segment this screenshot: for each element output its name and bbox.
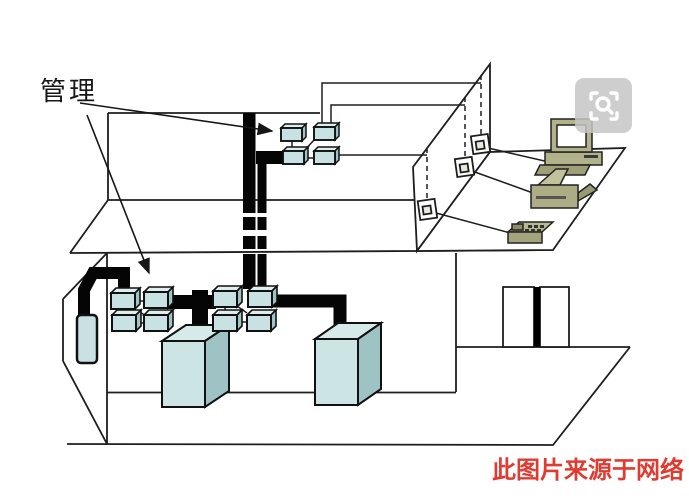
wall-cabinet-cable — [78, 267, 130, 318]
patch-panel-box — [247, 285, 278, 308]
wall-outlet-1 — [469, 132, 492, 156]
equipment-cabinet-1 — [158, 323, 233, 409]
arrow-to-upper-panels — [79, 102, 274, 136]
patch-panel-box — [212, 285, 243, 308]
patch-panel-box — [313, 122, 340, 141]
cabinet2-feed-cable — [270, 294, 347, 329]
patch-panel-box — [280, 123, 307, 142]
patch-panel-box — [313, 146, 340, 165]
patch-panel-box — [143, 286, 174, 309]
wall-mounted-cabinet — [75, 313, 99, 365]
arrow-to-lower-panels — [86, 114, 150, 275]
wall-outlets — [416, 132, 492, 222]
horizontal-wiring-upper — [291, 75, 550, 235]
magnifier-viewfinder-glyph — [588, 90, 619, 121]
door-riser-cable — [534, 287, 540, 347]
fax-machine-icon — [530, 168, 599, 209]
patch-panel-box — [246, 309, 277, 332]
image-source-caption: 此图片来源于网络 — [492, 457, 684, 484]
management-arrows — [79, 102, 274, 275]
equipment-cabinet-2 — [311, 321, 385, 407]
image-zoom-watermark-icon[interactable] — [575, 78, 632, 133]
patch-panel-box — [111, 309, 142, 332]
patch-panel-box — [282, 146, 309, 165]
telephone-icon — [506, 221, 555, 244]
door-panel-right — [539, 286, 570, 348]
backbone-riser-cable — [243, 113, 284, 289]
patch-panel-box — [212, 309, 243, 332]
patch-panel-box — [143, 309, 174, 332]
management-label: 管理 — [40, 76, 99, 106]
patch-panel-box — [110, 287, 141, 310]
wall-outlet-3 — [416, 197, 439, 222]
wall-outlet-2 — [453, 155, 476, 179]
door-panel-left — [502, 286, 535, 348]
